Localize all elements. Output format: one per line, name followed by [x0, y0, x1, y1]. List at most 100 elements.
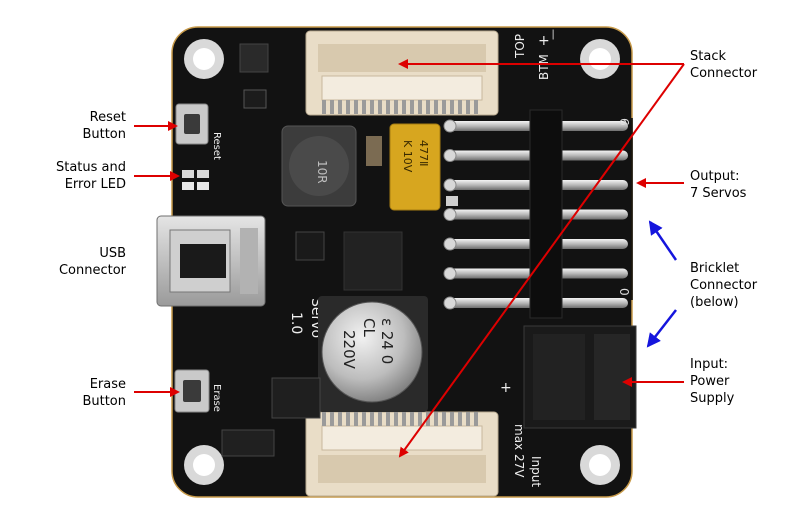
silk-cap-tantalum-2: K 10V [401, 140, 414, 173]
stack-pin [458, 100, 462, 114]
stack-pin [434, 412, 438, 426]
mounting-hole-top-right [580, 39, 620, 79]
stack-pin [394, 100, 398, 114]
label-stack-line2: Connector [690, 66, 758, 81]
stack-pin [362, 100, 366, 114]
label-bricklet-line3: (below) [690, 295, 739, 310]
stack-pin [322, 412, 326, 426]
arrow-stack-bottom [398, 63, 685, 458]
stack-connector-top [305, 30, 499, 116]
stack-pin [410, 100, 414, 114]
label-erase-line2: Button [82, 394, 126, 409]
silk-top: TOP [513, 34, 527, 59]
mounting-hole-bottom-left [184, 445, 224, 485]
stack-pin [386, 412, 390, 426]
label-output-line2: 7 Servos [690, 186, 747, 201]
silk-plus: + [538, 33, 550, 49]
stack-pin [338, 100, 342, 114]
electrolytic-capacitor: CL 220V ε 24 0 [318, 296, 428, 412]
silk-cap-el-3: ε 24 0 [378, 318, 396, 364]
label-reset-line2: Button [82, 127, 126, 142]
label-input-line3: Supply [690, 391, 735, 406]
status-led [182, 170, 209, 190]
label-status-line2: Error LED [64, 177, 126, 192]
reset-button[interactable] [175, 103, 209, 145]
label-status-led: Status and Error LED [36, 159, 126, 193]
silk-reset: Reset [211, 132, 222, 160]
silk-minus: — [546, 29, 559, 40]
silk-servo-index-bottom: 0 [617, 288, 631, 296]
label-reset-line1: Reset [89, 110, 126, 125]
usb-connector [156, 215, 266, 307]
erase-button[interactable] [174, 369, 210, 413]
mounting-hole-top-left [184, 39, 224, 79]
silk-cap-tantalum-1: 477Ⅱ [417, 140, 430, 166]
microcontroller [295, 231, 403, 291]
label-reset: Reset Button [46, 109, 126, 143]
stack-pin [338, 412, 342, 426]
silk-erase: Erase [211, 384, 222, 412]
stack-pin [354, 100, 358, 114]
silk-servo-index-top: 6 [617, 118, 631, 126]
stack-pin [474, 412, 478, 426]
chip-small-top [239, 43, 269, 73]
stack-pin [330, 100, 334, 114]
silk-version: 1.0 [288, 312, 304, 334]
stack-pin [378, 100, 382, 114]
chip-small-transistor [243, 89, 267, 109]
stack-pin [402, 100, 406, 114]
silk-cap-el-2: 220V [340, 330, 358, 370]
stack-pin [378, 412, 382, 426]
stack-pin [402, 412, 406, 426]
stack-pin [322, 100, 326, 114]
silk-input-top: Input [529, 456, 543, 487]
label-usb-line2: Connector [58, 263, 126, 278]
stack-pin [450, 412, 454, 426]
stack-pin [346, 100, 350, 114]
label-bricklet-line2: Connector [690, 278, 758, 293]
label-bricklet-line1: Bricklet [690, 261, 740, 276]
stack-pin [346, 412, 350, 426]
stack-pin [370, 412, 374, 426]
stack-pin [418, 412, 422, 426]
label-bricklet: Bricklet Connector (below) [690, 260, 757, 311]
servo-output-header [443, 109, 628, 319]
label-usb-line1: USB [99, 246, 126, 261]
stack-pin [466, 412, 470, 426]
stack-pin [450, 100, 454, 114]
stack-pin [394, 412, 398, 426]
label-erase-line1: Erase [89, 377, 126, 392]
label-status-line1: Status and [55, 160, 126, 175]
stack-pin [434, 100, 438, 114]
stack-pin [458, 412, 462, 426]
stack-pin [466, 100, 470, 114]
label-erase: Erase Button [46, 376, 126, 410]
smd-capacitor [366, 136, 458, 206]
stack-pin [362, 412, 366, 426]
label-output-line1: Output: [690, 169, 740, 184]
silk-inductor: 10R [315, 160, 329, 184]
label-output: Output: 7 Servos [690, 168, 746, 202]
stack-pin [330, 412, 334, 426]
label-input: Input: Power Supply [690, 356, 734, 407]
label-input-line2: Power [690, 374, 730, 389]
stack-pin [386, 100, 390, 114]
stack-pin [426, 100, 430, 114]
stack-pin [354, 412, 358, 426]
label-usb: USB Connector [36, 245, 126, 279]
label-input-line1: Input: [690, 357, 729, 372]
arrow-bricklet-down [646, 309, 677, 348]
silk-cap-el-1: CL [360, 318, 378, 337]
stack-pin [442, 412, 446, 426]
voltage-regulator [221, 377, 321, 457]
inductor: 10R [281, 125, 357, 207]
stack-pin [410, 412, 414, 426]
silk-input-bottom: max 27V [512, 424, 526, 478]
stack-pin [442, 100, 446, 114]
label-stack: Stack Connector [690, 48, 757, 82]
mounting-hole-bottom-right [580, 445, 620, 485]
stack-pin [418, 100, 422, 114]
arrow-bricklet-up [648, 220, 678, 261]
stack-pin [474, 100, 478, 114]
